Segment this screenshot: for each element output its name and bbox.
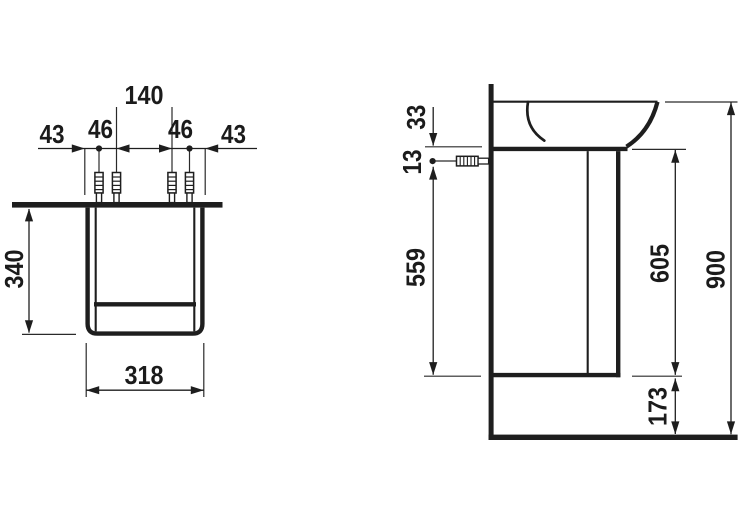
cabinet-outline (85, 207, 205, 336)
dim-label-140: 140 (125, 80, 164, 110)
dim-label-43-left: 43 (40, 119, 65, 149)
dim-dot-right (186, 145, 193, 152)
arrow-down-icon (726, 421, 736, 435)
dim-label-33: 33 (401, 105, 431, 130)
wall-screw-icon (434, 155, 490, 167)
arrow-up-icon (671, 150, 680, 163)
arrow-right-icon (190, 386, 204, 395)
dim-label-46-left: 46 (88, 114, 113, 144)
dim-label-318: 318 (125, 360, 164, 390)
arrow-down-icon (671, 421, 680, 435)
dim-label-605: 605 (645, 244, 675, 283)
floor (488, 434, 738, 440)
screw-icon (167, 171, 177, 204)
screw-icon (94, 171, 104, 204)
arrow-down-icon (429, 133, 438, 146)
arrow-down-icon (671, 362, 680, 375)
arrow-right-icon (71, 144, 85, 153)
dim-dot-left (95, 145, 103, 152)
front-view: 140 43 46 46 43 (0, 80, 257, 397)
arrow-down-icon (429, 362, 438, 375)
dim-label-900: 900 (701, 250, 731, 289)
arrow-down-icon (24, 320, 34, 333)
arrow-left-icon (86, 386, 100, 395)
wall (488, 84, 494, 440)
dim-label-173: 173 (642, 387, 672, 426)
arrow-right-icon (159, 144, 172, 153)
side-view: 33 13 559 605 173 900 (397, 84, 738, 440)
dim-label-13: 13 (397, 150, 427, 175)
fixing-point-dot (429, 158, 436, 165)
dim-label-46-right: 46 (168, 114, 193, 144)
dim-label-43-right: 43 (221, 119, 246, 149)
dim-label-340: 340 (0, 250, 29, 289)
arrow-up-icon (24, 208, 34, 222)
arrow-left-icon (116, 144, 130, 153)
countertop (12, 202, 223, 208)
fixing-screws-front (94, 171, 195, 204)
screw-icon (111, 171, 122, 204)
screw-icon (184, 171, 195, 204)
basin-front-curve (625, 101, 660, 149)
basin-bowl-curve (525, 100, 546, 142)
arrow-up-icon (726, 102, 736, 116)
dim-label-559: 559 (401, 248, 431, 287)
arrow-left-icon (205, 144, 219, 153)
